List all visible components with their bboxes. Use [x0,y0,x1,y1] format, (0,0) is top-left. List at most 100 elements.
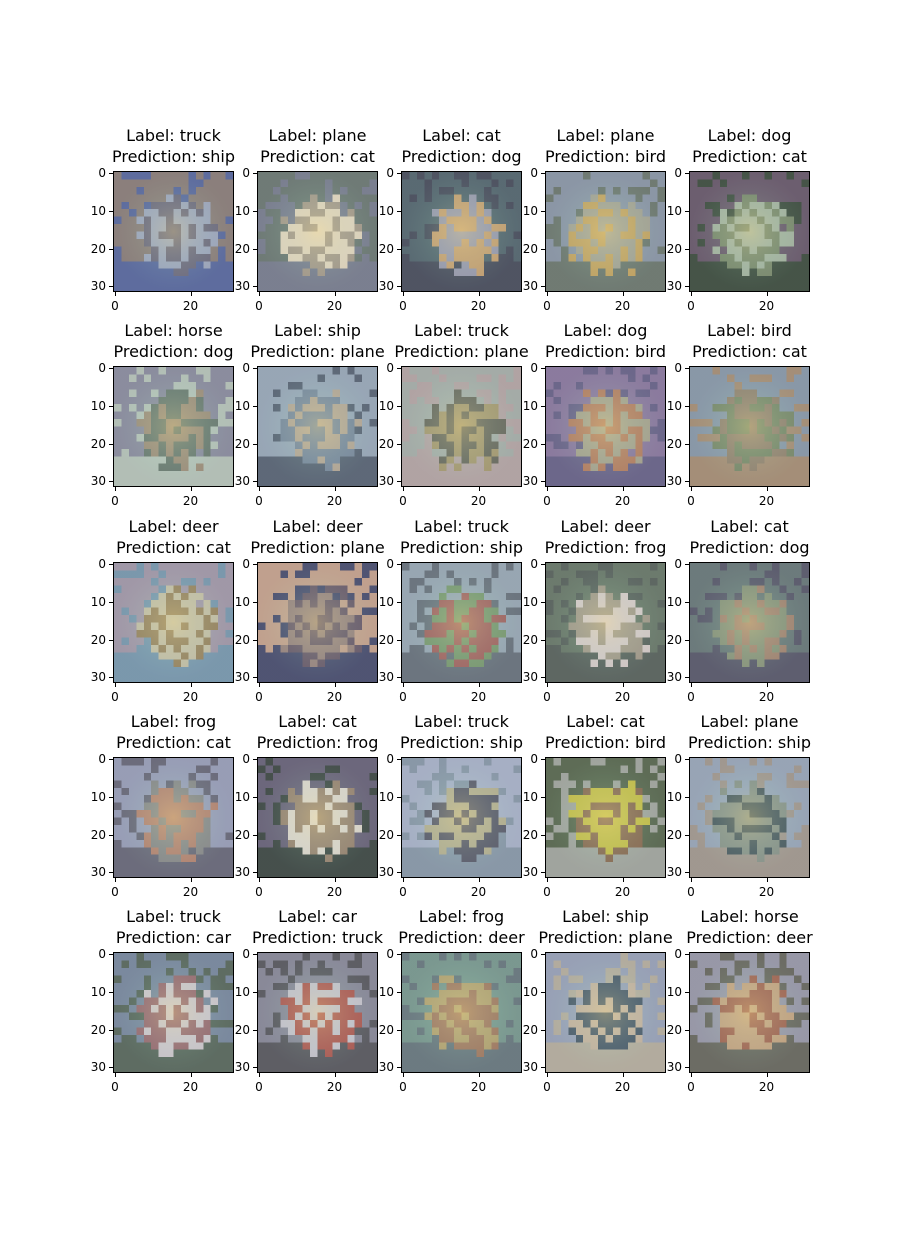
true-label: Label: deer [128,517,219,536]
true-label: Label: truck [126,907,221,926]
y-tick-label: 0 [98,165,106,180]
y-tick-label: 10 [666,398,682,413]
x-tick-label: 20 [758,885,775,899]
y-tick-label: 30 [378,670,394,685]
true-label: Label: horse [124,321,223,340]
predicted-label: Prediction: cat [260,147,375,166]
predicted-label: Prediction: dog [689,538,810,557]
y-tick-label: 30 [522,1060,538,1075]
predicted-label: Prediction: plane [250,342,385,361]
x-tick-label: 0 [111,885,119,899]
y-tick-label: 10 [234,203,250,218]
y-tick-label: 10 [666,984,682,999]
true-label: Label: truck [126,126,221,145]
predicted-label: Prediction: deer [686,928,813,947]
x-tick-label: 20 [182,494,199,508]
y-tick-label: 30 [234,474,250,489]
heatmap-image [689,366,810,487]
y-tick-label: 30 [522,474,538,489]
y-tick-label: 20 [522,827,538,842]
x-tick-label: 20 [182,299,199,313]
heatmap-image [689,952,810,1073]
y-tick-label: 0 [674,556,682,571]
predicted-label: Prediction: bird [544,342,666,361]
x-tick-label: 20 [614,299,631,313]
true-label: Label: plane [556,126,655,145]
x-tick-label: 20 [326,690,343,704]
y-tick-label: 20 [522,1022,538,1037]
y-tick-label: 30 [234,865,250,880]
y-tick-label: 20 [90,827,106,842]
true-label: Label: cat [422,126,501,145]
heatmap-image [545,366,666,487]
y-tick-label: 0 [386,556,394,571]
y-tick-label: 30 [378,1060,394,1075]
heatmap-image [689,757,810,878]
y-tick-label: 30 [522,865,538,880]
y-tick-label: 20 [522,436,538,451]
x-tick-label: 0 [543,1080,551,1094]
x-tick-label: 20 [470,1080,487,1094]
predicted-label: Prediction: cat [692,342,807,361]
heatmap-image [257,562,378,683]
y-tick-label: 10 [90,203,106,218]
x-tick-label: 0 [111,1080,119,1094]
predicted-label: Prediction: plane [538,928,673,947]
true-label: Label: car [278,907,357,926]
x-tick-label: 0 [543,494,551,508]
heatmap-image [545,562,666,683]
x-tick-label: 20 [614,690,631,704]
y-tick-label: 10 [522,594,538,609]
y-tick-label: 0 [530,556,538,571]
y-tick-label: 0 [242,165,250,180]
x-tick-label: 0 [255,690,263,704]
y-tick-label: 20 [666,436,682,451]
x-tick-label: 20 [326,885,343,899]
heatmap-image [545,171,666,292]
x-tick-label: 0 [255,494,263,508]
y-tick-label: 10 [666,203,682,218]
y-tick-label: 10 [234,789,250,804]
x-tick-label: 0 [111,494,119,508]
y-tick-label: 10 [234,594,250,609]
y-tick-label: 10 [378,594,394,609]
heatmap-image [257,952,378,1073]
y-tick-label: 30 [234,279,250,294]
heatmap-image [545,952,666,1073]
true-label: Label: plane [268,126,367,145]
predicted-label: Prediction: bird [544,733,666,752]
y-tick-label: 30 [378,474,394,489]
x-tick-label: 0 [687,690,695,704]
predicted-label: Prediction: plane [250,538,385,557]
y-tick-label: 0 [530,360,538,375]
y-tick-label: 0 [674,360,682,375]
predicted-label: Prediction: car [115,928,232,947]
y-tick-label: 20 [378,241,394,256]
predicted-label: Prediction: frog [544,538,667,557]
x-tick-label: 0 [399,299,407,313]
true-label: Label: ship [274,321,361,340]
x-tick-label: 20 [182,690,199,704]
true-label: Label: ship [562,907,649,926]
x-tick-label: 20 [758,299,775,313]
y-tick-label: 20 [378,827,394,842]
x-tick-label: 0 [111,299,119,313]
x-tick-label: 0 [399,1080,407,1094]
y-tick-label: 10 [378,789,394,804]
